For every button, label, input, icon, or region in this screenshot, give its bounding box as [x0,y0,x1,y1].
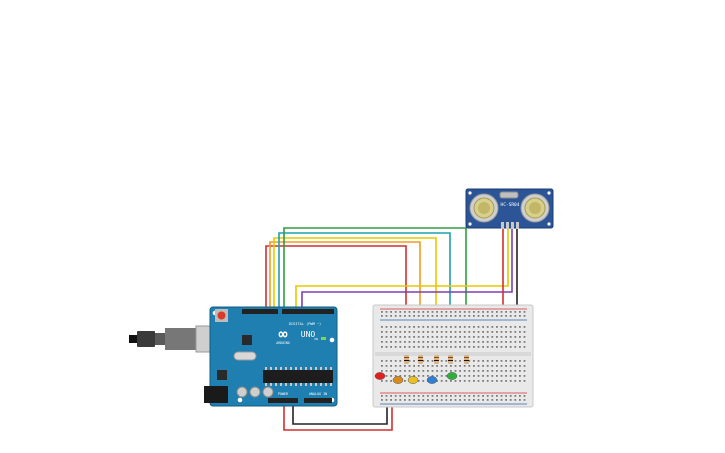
wire-purple-echo[interactable] [301,228,513,312]
resistor[interactable] [404,355,409,364]
led[interactable] [392,376,404,384]
wire-orange-pin[interactable] [269,241,421,360]
transducer-right [520,193,550,223]
digital-header-label: DIGITAL (PWM ~) [289,322,321,326]
resistor[interactable] [418,355,423,364]
led[interactable] [407,376,419,384]
led[interactable] [374,372,386,380]
analog-header[interactable] [304,398,332,403]
led[interactable] [446,372,458,380]
breadboard-holes [381,311,526,401]
wire-teal-pin[interactable] [278,232,451,360]
arduino-uno-board[interactable]: DIGITAL (PWM ~) ∞ UNO ARDUINO ON [204,306,338,407]
sensor-pins [501,222,519,229]
analog-label: ANALOG IN [309,392,327,396]
power-header[interactable] [268,398,298,403]
power-jack-icon[interactable] [204,386,228,403]
led[interactable] [426,376,438,384]
resistor[interactable] [434,355,439,364]
wire-red-pin[interactable] [265,245,407,360]
leds [374,372,458,384]
arduino-logo-symbol: ∞ [278,325,287,343]
led-on-label: ON [314,337,318,341]
reset-button-icon[interactable] [215,309,228,322]
wire-green-pin[interactable] [283,227,467,360]
atmega-chip [263,367,333,386]
breadboard[interactable] [372,304,534,408]
wire-yellow-pin[interactable] [273,237,437,360]
resistors [404,355,469,364]
wire-red-5v[interactable] [283,398,393,431]
transducer-left [469,193,499,223]
ultrasonic-sensor[interactable]: HC-SR04 [465,188,554,229]
arduino-brand-label: ARDUINO [276,341,290,345]
arduino-model-label: UNO [301,330,316,339]
power-label: POWER [278,392,289,396]
resistor[interactable] [464,355,469,364]
wire-black-ground[interactable] [292,398,388,425]
sensor-model-label: HC-SR04 [501,202,520,208]
resistor[interactable] [448,355,453,364]
wire-yellow-trig[interactable] [295,228,509,312]
digital-header[interactable] [242,309,334,314]
